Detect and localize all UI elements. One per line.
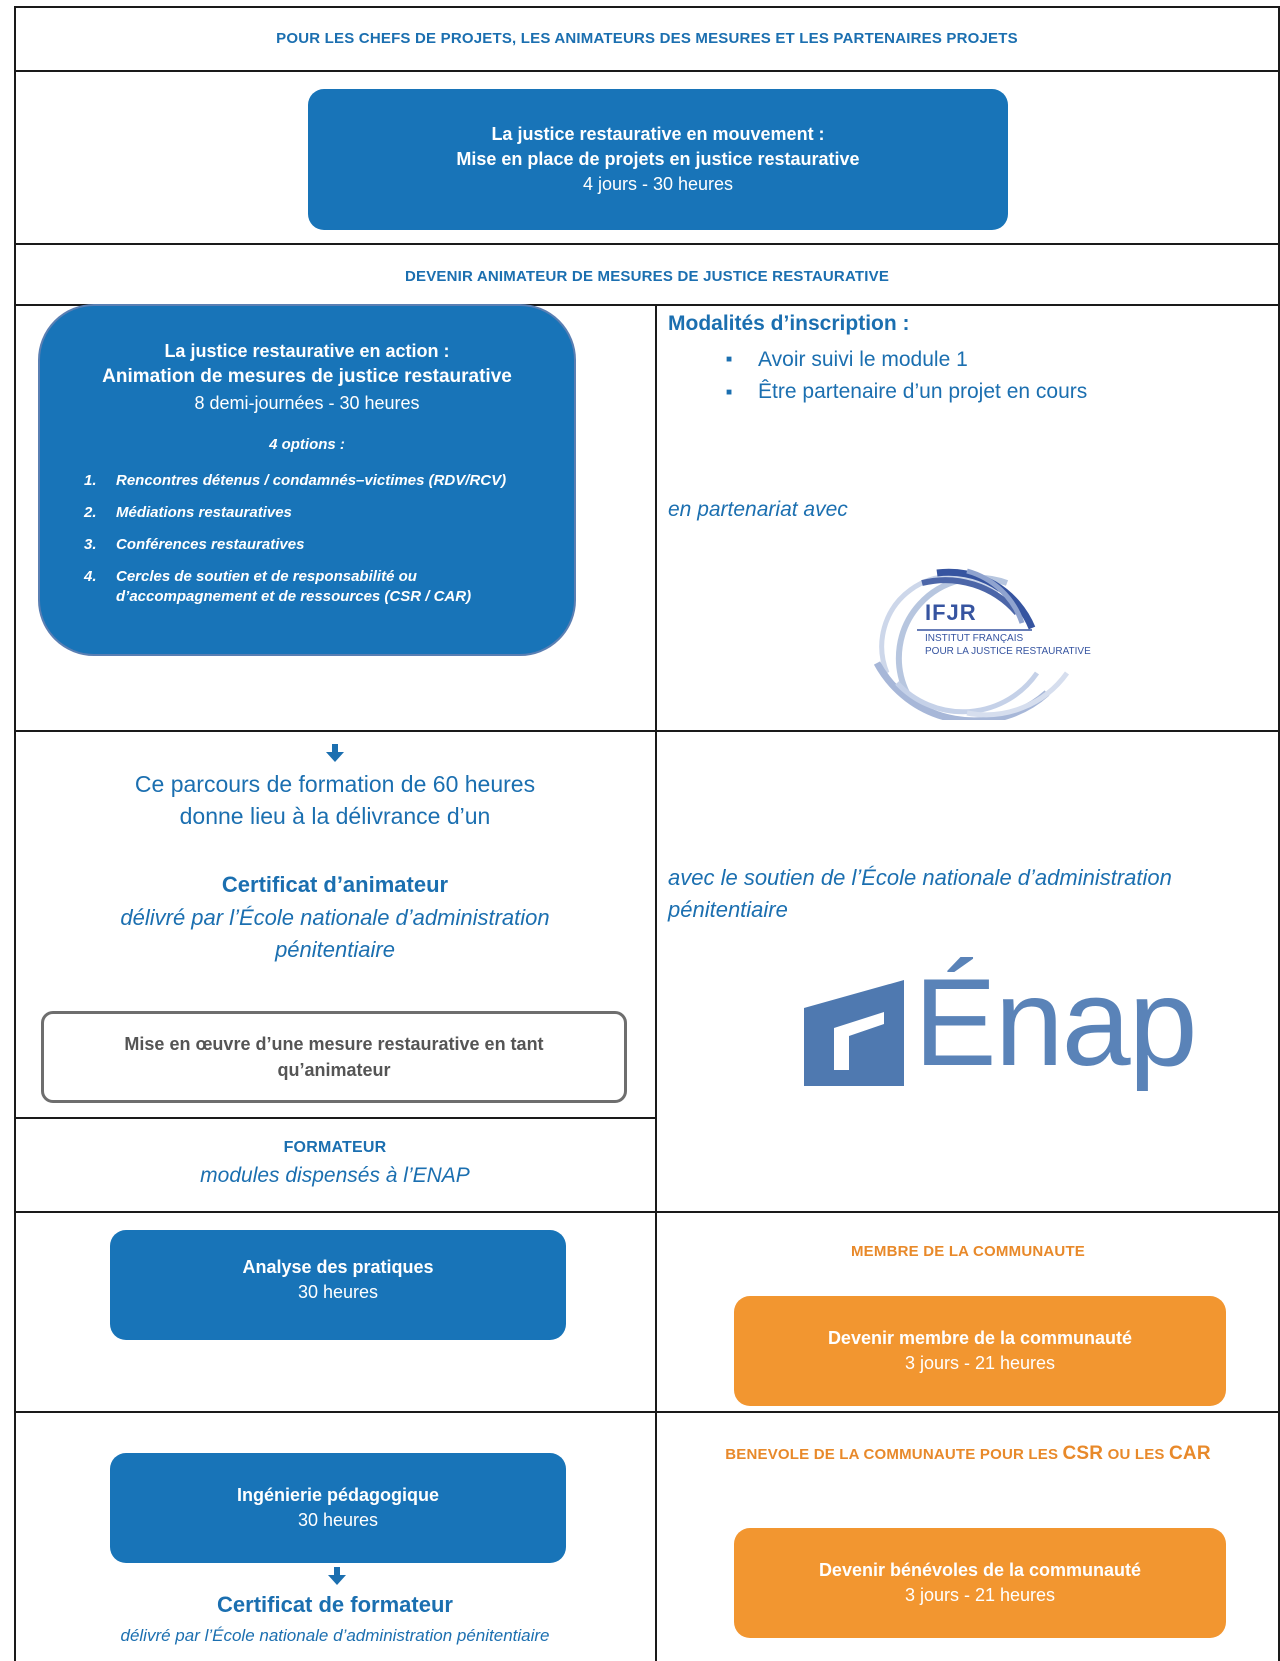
grid-line <box>14 70 1280 72</box>
inscription-title: Modalités d’inscription : <box>668 312 910 335</box>
formateur-sub: modules dispensés à l’ENAP <box>200 1164 470 1187</box>
analyse-box: Analyse des pratiques 30 heures <box>110 1230 566 1340</box>
ifjr-line1: INSTITUT FRANÇAIS <box>925 633 1024 644</box>
grid-line-middle <box>655 304 657 1661</box>
benevole-title: Devenir bénévoles de la communauté <box>818 1560 1142 1580</box>
grid-line-left <box>14 6 16 1661</box>
module-1-title-line1: La justice restaurative en mouvement : <box>491 124 825 144</box>
inscription-list: ■Avoir suivi le module 1 ■Être partenair… <box>726 344 1087 409</box>
formateur-title: Formateur <box>283 1139 387 1156</box>
grid-line <box>14 1211 1280 1213</box>
certificat-sub: délivré par l’École nationale d’administ… <box>120 905 550 962</box>
certif-formateur-title: Certificat de formateur <box>217 1592 453 1617</box>
analyse-title: Analyse des pratiques <box>242 1257 434 1277</box>
option-item: 2.Médiations restauratives <box>84 504 292 521</box>
enap-wordmark: Énap <box>914 954 1198 1092</box>
certif-formateur-sub: délivré par l’École nationale d’administ… <box>120 1626 550 1645</box>
soutien-text: avec le soutien de l’École nationale d’a… <box>668 865 1172 922</box>
module-2-title-line1: La justice restaurative en action : <box>164 341 450 361</box>
mise-en-oeuvre-box: Mise en œuvre d’une mesure restaurative … <box>41 1011 627 1103</box>
ifjr-arcs-icon <box>873 568 1070 725</box>
ingenierie-duration: 30 heures <box>297 1510 379 1530</box>
module-2-options-label: 4 options : <box>269 436 345 453</box>
benevole-header: Benevole de la communaute pour les CSR o… <box>725 1443 1211 1464</box>
ingenierie-title: Ingénierie pédagogique <box>236 1485 440 1505</box>
partner-label: en partenariat avec <box>668 498 848 521</box>
module-2-box: La justice restaurative en action : Anim… <box>38 304 576 656</box>
section-header-animateur: Devenir animateur de mesures de justice … <box>404 268 890 285</box>
benevole-duration: 3 jours - 21 heures <box>904 1585 1056 1605</box>
arrow-down-icon <box>328 1567 346 1590</box>
arrow-down-icon <box>326 744 344 767</box>
grid-line-right <box>1278 6 1280 1661</box>
module-1-duration: 4 jours - 30 heures <box>582 174 734 194</box>
membre-header: Membre de la communaute <box>850 1243 1086 1260</box>
option-item: 3.Conférences restauratives <box>84 536 305 553</box>
grid-line <box>14 243 1280 245</box>
enap-logo: Énap <box>804 948 1198 1098</box>
grid-line <box>14 1117 656 1119</box>
ingenierie-box: Ingénierie pédagogique 30 heures <box>110 1453 566 1563</box>
module-2-options-list: 1.Rencontres détenus / condamnés–victime… <box>78 471 544 607</box>
module-1-title-line2: Mise en place de projets en justice rest… <box>456 149 860 169</box>
certificat-intro: Ce parcours de formation de 60 heures do… <box>134 771 536 829</box>
module-2-title-line2: Animation de mesures de justice restaura… <box>102 366 512 387</box>
ifjr-logo: IFJR INSTITUT FRANÇAIS POUR LA JUSTICE R… <box>847 553 1109 725</box>
membre-box: Devenir membre de la communauté 3 jours … <box>734 1296 1226 1406</box>
inscription-item: ■Avoir suivi le module 1 <box>726 348 968 371</box>
inscription-item: ■Être partenaire d’un projet en cours <box>726 380 1088 404</box>
grid-line <box>14 730 1280 732</box>
option-item: 4.Cercles de soutien et de responsabilit… <box>84 568 472 605</box>
benevole-box: Devenir bénévoles de la communauté 3 jou… <box>734 1528 1226 1638</box>
membre-title: Devenir membre de la communauté <box>827 1328 1133 1348</box>
ifjr-abbr: IFJR <box>925 600 977 625</box>
grid-line <box>14 304 1280 306</box>
enap-emblem-icon <box>804 980 904 1086</box>
option-item: 1.Rencontres détenus / condamnés–victime… <box>84 472 507 489</box>
module-2-duration: 8 demi-journées - 30 heures <box>194 393 420 413</box>
training-diagram: Pour les chefs de projets, les animateur… <box>14 6 1280 1661</box>
analyse-duration: 30 heures <box>297 1282 379 1302</box>
module-1-box: La justice restaurative en mouvement : M… <box>308 89 1008 230</box>
section-header-top: Pour les chefs de projets, les animateur… <box>276 30 1018 47</box>
ifjr-line2: POUR LA JUSTICE RESTAURATIVE <box>925 646 1091 657</box>
grid-line-top <box>14 6 1280 8</box>
membre-duration: 3 jours - 21 heures <box>904 1353 1056 1373</box>
grid-line <box>14 1411 1280 1413</box>
certificat-title: Certificat d’animateur <box>221 872 449 897</box>
